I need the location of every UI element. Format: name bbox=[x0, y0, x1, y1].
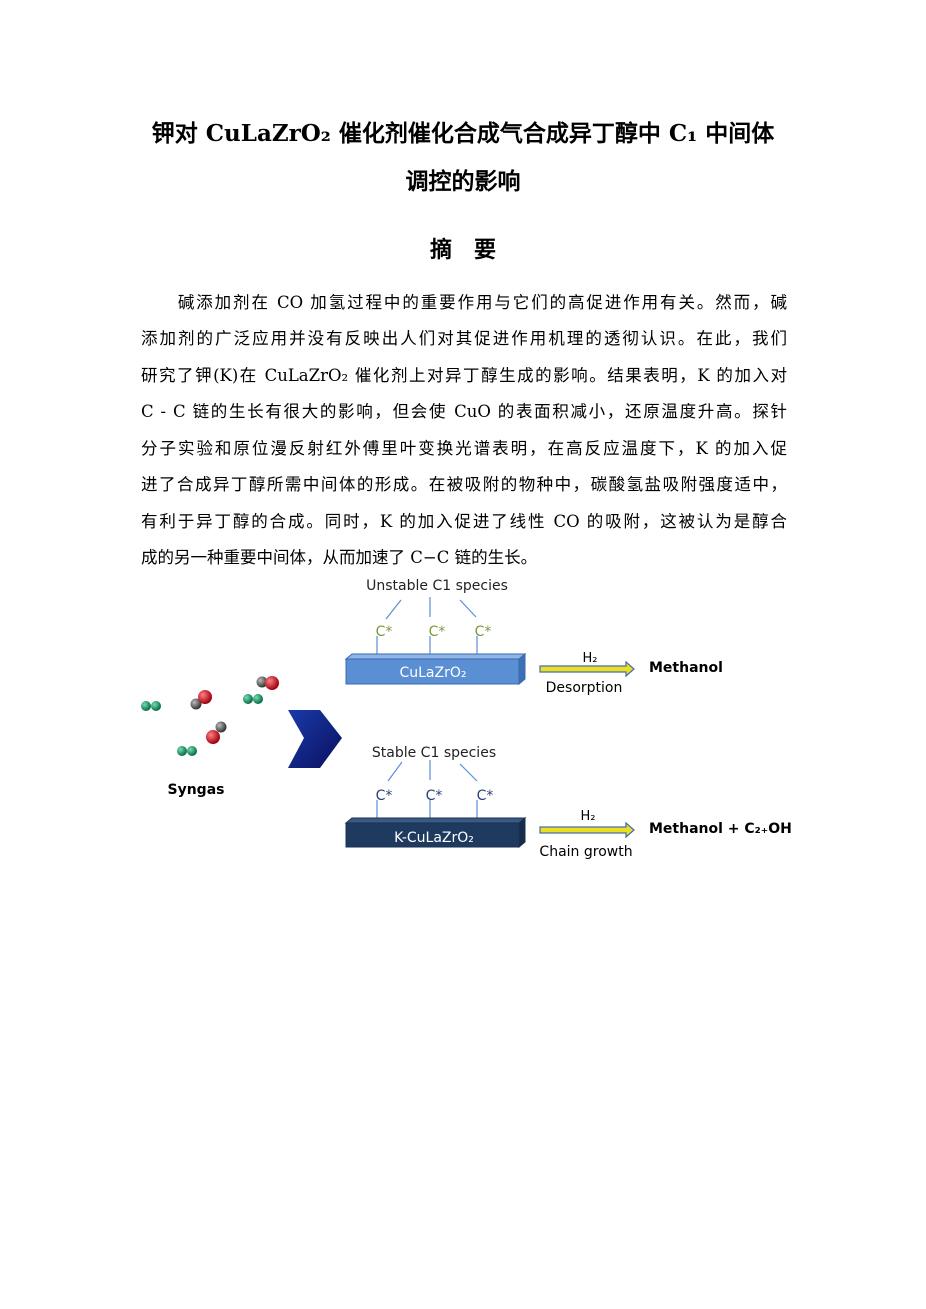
reagent-label: H₂ bbox=[583, 651, 598, 666]
abstract-line: 碱添加剂在 CO 加氢过程中的重要作用与它们的高促进作用有关。然而，碱 bbox=[141, 293, 787, 312]
abstract-line: 进了合成异丁醇所需中间体的形成。在被吸附的物种中，碳酸氢盐吸附强度适中， bbox=[141, 475, 787, 494]
catalyst-bar-top bbox=[344, 652, 527, 686]
adsorbate-label: C* bbox=[376, 788, 393, 804]
catalyst-label: K-CuLaZrO₂ bbox=[394, 830, 474, 846]
stable-species-label: Stable C1 species bbox=[372, 745, 496, 761]
process-label: Chain growth bbox=[539, 844, 632, 860]
reagent-label: H₂ bbox=[581, 809, 596, 824]
process-arrow-icon bbox=[288, 710, 342, 768]
abstract-heading: 摘要 bbox=[429, 237, 518, 263]
abstract-line: C - C 链的生长有很大的影响，但会使 CuO 的表面积减小，还原温度升高。探… bbox=[141, 402, 787, 421]
title-line-1: 钾对 CuLaZrO₂ 催化剂催化合成气合成异丁醇中 C₁ 中间体 bbox=[151, 120, 775, 147]
abstract-line: 有利于异丁醇的合成。同时，K 的加入促进了线性 CO 的吸附，这被认为是醇合 bbox=[141, 512, 787, 531]
product-label: Methanol + C₂₊OH bbox=[649, 821, 792, 837]
abstract-line: 成的另一种重要中间体，从而加速了 C−C 链的生长。 bbox=[141, 548, 538, 567]
product-label: Methanol bbox=[649, 660, 723, 676]
process-label: Desorption bbox=[546, 680, 623, 696]
catalyst-label: CuLaZrO₂ bbox=[399, 665, 466, 681]
reaction-arrow-icon bbox=[539, 821, 635, 839]
adsorbate-label: C* bbox=[475, 624, 492, 640]
abstract-line: 分子实验和原位漫反射红外傅里叶变换光谱表明，在高反应温度下，K 的加入促 bbox=[141, 439, 787, 458]
abstract-line: 添加剂的广泛应用并没有反映出人们对其促进作用机理的透彻认识。在此，我们 bbox=[141, 329, 787, 348]
unstable-species-label: Unstable C1 species bbox=[366, 578, 508, 594]
adsorbate-label: C* bbox=[477, 788, 494, 804]
adsorbate-label: C* bbox=[429, 624, 446, 640]
syngas-molecules-icon bbox=[141, 676, 279, 756]
adsorbate-label: C* bbox=[376, 624, 393, 640]
title-line-2: 调控的影响 bbox=[405, 168, 521, 195]
reaction-arrow-icon bbox=[539, 660, 635, 678]
catalyst-bar-bottom bbox=[344, 816, 527, 849]
adsorbate-label: C* bbox=[426, 788, 443, 804]
syngas-label: Syngas bbox=[168, 782, 225, 798]
abstract-line: 研究了钾(K)在 CuLaZrO₂ 催化剂上对异丁醇生成的影响。结果表明，K 的… bbox=[141, 366, 787, 385]
